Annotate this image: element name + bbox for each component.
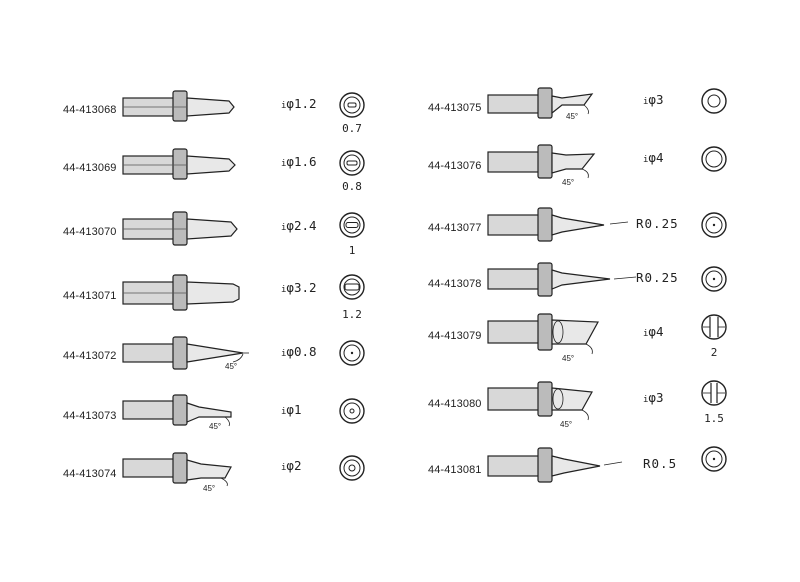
- angle-label: 45°: [560, 420, 573, 429]
- bent-tip-drawing: [122, 452, 232, 487]
- thickness-label: 1: [348, 244, 356, 257]
- end-view-point-icon: [339, 398, 365, 424]
- tip-entry-413075: 44-413075 45° i̇φ3: [428, 84, 800, 144]
- part-number: 44-413069: [63, 162, 117, 174]
- part-number: 44-413077: [428, 222, 482, 234]
- end-view-point-icon: [701, 446, 727, 472]
- angle-label: 45°: [203, 484, 216, 493]
- tip-entry-413077: 44-413077 R0.25: [428, 204, 800, 264]
- end-view-chisel-icon: [339, 150, 365, 176]
- part-number: 44-413068: [63, 104, 117, 116]
- tip-entry-413072: 44-413072 45° i̇φ0.8: [63, 332, 443, 392]
- chisel-tip-drawing: [122, 90, 235, 122]
- end-view-ring-icon: [701, 88, 727, 114]
- angle-label: 45°: [562, 354, 575, 363]
- thickness-label: 0.8: [342, 180, 362, 193]
- diameter-label: φ2.4: [286, 218, 317, 233]
- end-view-point-icon: [339, 455, 365, 481]
- end-view-chisel-icon: [339, 212, 365, 238]
- part-number: 44-413073: [63, 410, 117, 422]
- diameter-label: φ3: [648, 92, 664, 107]
- width-label: 1.5: [704, 412, 724, 425]
- conical-tip-drawing: [487, 262, 637, 297]
- tip-entry-413074: 44-413074 45° i̇φ2: [63, 450, 443, 510]
- width-label: 2: [710, 346, 718, 359]
- diameter-label: φ3.2: [286, 280, 317, 295]
- part-number: 44-413070: [63, 226, 117, 238]
- hoof-tip-drawing: [487, 313, 599, 355]
- chisel-tip-drawing: [122, 274, 240, 311]
- bent-tip-drawing: [122, 394, 232, 427]
- part-number: 44-413076: [428, 160, 482, 172]
- tip-entry-413071: 44-413071 i̇φ3.2 1.2: [63, 272, 443, 332]
- thickness-label: 1.2: [342, 308, 362, 321]
- angle-label: 45°: [562, 178, 575, 187]
- tip-entry-413079: 44-413079 45° i̇φ4 2: [428, 312, 800, 372]
- end-view-chisel-icon: [339, 92, 365, 118]
- diameter-label: φ4: [648, 150, 664, 165]
- tip-entry-413073: 44-413073 45° i̇φ1: [63, 392, 443, 452]
- tip-entry-413068: 44-413068 i̇φ1.2 0.7: [63, 86, 443, 146]
- chisel-tip-drawing: [122, 211, 238, 246]
- tip-entry-413070: 44-413070 i̇φ2.4 1: [63, 208, 443, 268]
- part-number: 44-413081: [428, 464, 482, 476]
- conical-tip-drawing: [487, 447, 623, 483]
- end-view-point-icon: [701, 266, 727, 292]
- part-number: 44-413072: [63, 350, 117, 362]
- radius-label: R0.25: [636, 270, 679, 285]
- end-view-slot-icon: [701, 314, 727, 340]
- radius-label: R0.5: [643, 456, 678, 471]
- angle-label: 45°: [225, 362, 238, 371]
- thickness-label: 0.7: [342, 122, 362, 135]
- tip-entry-413078: 44-413078 R0.25: [428, 260, 800, 320]
- diameter-label: φ0.8: [286, 344, 317, 359]
- angle-label: 45°: [209, 422, 222, 431]
- part-number: 44-413078: [428, 278, 482, 290]
- end-view-point-icon: [701, 212, 727, 238]
- end-view-ring-icon: [701, 146, 727, 172]
- end-view-chisel-icon: [339, 274, 365, 300]
- part-number: 44-413074: [63, 468, 117, 480]
- diameter-label: φ1.6: [286, 154, 317, 169]
- chisel-tip-drawing: [122, 148, 236, 180]
- part-number: 44-413075: [428, 102, 482, 114]
- diameter-label: φ4: [648, 324, 664, 339]
- part-number: 44-413071: [63, 290, 117, 302]
- bevel-tip-drawing: [487, 144, 596, 179]
- part-number: 44-413080: [428, 398, 482, 410]
- part-number: 44-413079: [428, 330, 482, 342]
- bevel-tip-drawing: [487, 87, 594, 119]
- radius-label: R0.25: [636, 216, 679, 231]
- tip-entry-413081: 44-413081 R0.5: [428, 446, 800, 506]
- tip-entry-413076: 44-413076 45° i̇φ4: [428, 142, 800, 202]
- conical-tip-drawing: [487, 207, 629, 242]
- angle-label: 45°: [566, 112, 579, 121]
- end-view-slot-icon: [701, 380, 727, 406]
- diameter-label: φ1: [286, 402, 302, 417]
- hoof-tip-drawing: [487, 381, 593, 421]
- tip-entry-413069: 44-413069 i̇φ1.6 0.8: [63, 144, 443, 204]
- diameter-label: φ3: [648, 390, 664, 405]
- diameter-label: φ1.2: [286, 96, 317, 111]
- tip-entry-413080: 44-413080 45° i̇φ3 1.5: [428, 380, 800, 440]
- conical-tip-drawing: [122, 336, 249, 370]
- end-view-point-icon: [339, 340, 365, 366]
- diameter-label: φ2: [286, 458, 302, 473]
